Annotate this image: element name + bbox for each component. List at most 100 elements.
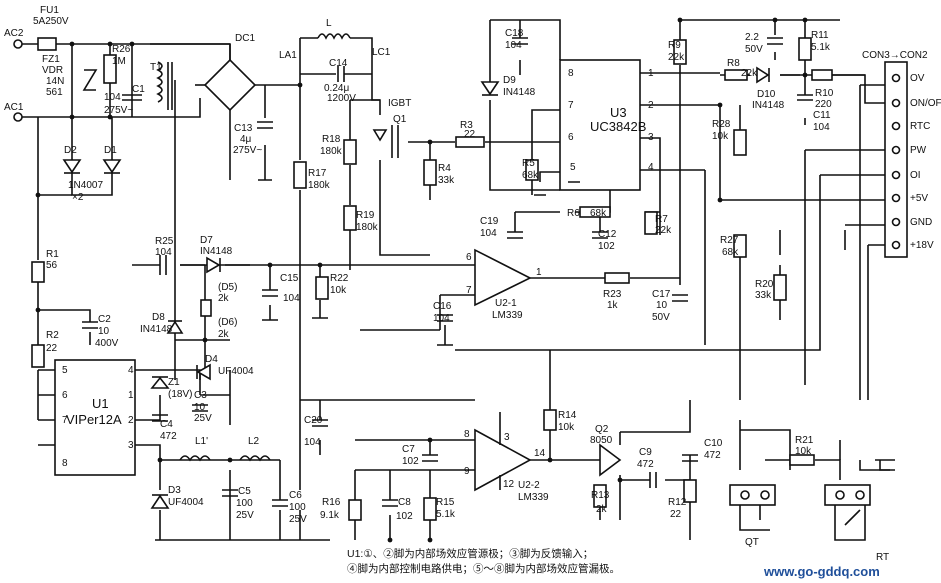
lbl-c15-value: 104 [283, 293, 300, 304]
lbl-l: L [326, 18, 332, 29]
lbl-u1-p5: 5 [62, 365, 68, 376]
lbl-r8: R8 [727, 58, 740, 69]
lbl-u22: U2-2 [518, 480, 540, 491]
lbl-u21: U2-1 [495, 298, 517, 309]
lbl-c17-value: 10 [656, 300, 668, 311]
lbl-c18-value: 104 [505, 40, 522, 51]
lbl-fz1: FZ1 [42, 54, 60, 65]
lbl-c20: C20 [304, 415, 323, 426]
lbl-u3-p8: 8 [568, 68, 574, 79]
lbl-c17-rating: 50V [652, 312, 670, 323]
lbl-c2-rating: 400V [95, 338, 119, 349]
lbl-u3-p2: 2 [648, 100, 654, 111]
lbl-d7-value: IN4148 [200, 246, 233, 257]
lbl-fu1: FU1 [40, 5, 59, 16]
lbl-r23-value: 1k [607, 300, 619, 311]
lbl-c13-value: 4μ [240, 134, 252, 145]
lbl-c6: C6 [289, 490, 302, 501]
lbl-q1: Q1 [393, 114, 407, 125]
lbl-d10: D10 [757, 89, 776, 100]
lbl-r21: R21 [795, 435, 814, 446]
lbl-c1-value: 104 [104, 92, 121, 103]
lbl-d6-value: 2k [218, 329, 230, 340]
lbl-rt: RT [876, 552, 889, 563]
lbl-c3-rating: 25V [194, 413, 212, 424]
lbl-c14: C14 [329, 58, 348, 69]
lbl-u22-p8: 8 [464, 429, 470, 440]
lbl-r7: R7 [655, 214, 668, 225]
lbl-l2: L2 [248, 436, 260, 447]
wires [18, 19, 895, 541]
lbl-u1-p4: 4 [128, 365, 134, 376]
lbl-c5-rating: 25V [236, 510, 254, 521]
lbl-c17: C17 [652, 289, 671, 300]
lbl-c22-rating: 50V [745, 44, 763, 55]
lbl-r25-value: 104 [155, 247, 172, 258]
lbl-d9-value: IN4148 [503, 87, 536, 98]
lbl-r1-value: 56 [46, 260, 58, 271]
note-line-2: ④脚为内部控制电路供电；⑤～⑧脚为内部场效应管漏极。 [347, 562, 620, 575]
lbl-r26: R26 [112, 44, 131, 55]
lbl-c7-value: 102 [402, 456, 419, 467]
lbl-u22-p12: 12 [503, 479, 515, 490]
lbl-r14-value: 10k [558, 422, 575, 433]
lbl-r17-value: 180k [308, 180, 331, 191]
lbl-d9: D9 [503, 75, 516, 86]
lbl-r22: R22 [330, 273, 349, 284]
lbl-z1: Z1 [168, 377, 180, 388]
lbl-qt: QT [745, 537, 759, 548]
lbl-pin-5v: +5V [910, 193, 928, 204]
lbl-d8-value: IN4148 [140, 324, 173, 335]
lbl-u21-value: LM339 [492, 310, 523, 321]
lbl-d2: D2 [64, 145, 77, 156]
lbl-u22-p14: 14 [534, 448, 546, 459]
lbl-d5-value: 2k [218, 293, 230, 304]
lbl-d12-value: 1N4007 [68, 180, 103, 191]
lbl-d6: (D6) [218, 317, 237, 328]
lbl-u3-p6: 6 [568, 132, 574, 143]
lbl-r17: R17 [308, 168, 327, 179]
lbl-d8: D8 [152, 312, 165, 323]
lbl-r2: R2 [46, 330, 59, 341]
lbl-d7: D7 [200, 235, 213, 246]
lbl-pin-gnd: GND [910, 217, 932, 228]
lbl-r9: R9 [668, 40, 681, 51]
lbl-u22-p9: 9 [464, 466, 470, 477]
lbl-c16-value: 104 [433, 313, 450, 324]
lbl-r21-value: 10k [795, 446, 812, 457]
lbl-c4-value: 472 [160, 431, 177, 442]
lbl-r7-value: 22k [655, 225, 672, 236]
lbl-q2: Q2 [595, 424, 609, 435]
lbl-c14-value: 0.24μ [324, 83, 349, 94]
lbl-r16-value: 9.1k [320, 510, 340, 521]
lbl-la1: LA1 [279, 50, 297, 61]
lbl-r2-value: 22 [46, 343, 58, 354]
lbl-u3-p4: 4 [648, 162, 654, 173]
lbl-r10: R10 [815, 88, 834, 99]
lbl-c18: C18 [505, 28, 524, 39]
lbl-r6-value: 68k [590, 208, 607, 219]
lbl-z1-value: (18V) [168, 389, 192, 400]
lbl-c10: C10 [704, 438, 723, 449]
note-line-1: U1:①、②脚为内部场效应管源极；③脚为反馈输入； [347, 547, 593, 560]
lbl-c6-value: 100 [289, 502, 306, 513]
lbl-fu1-value: 5A250V [33, 16, 69, 27]
lbl-r11: R11 [811, 30, 829, 41]
lbl-r22-value: 10k [330, 285, 347, 296]
lbl-d10-value: IN4148 [752, 100, 785, 111]
lbl-pin-ov: OV [910, 73, 925, 84]
lbl-d4: D4 [205, 354, 218, 365]
lbl-c19: C19 [480, 216, 499, 227]
lbl-r3: R3 [460, 120, 473, 131]
lbl-c13-rating: 275V~ [233, 145, 262, 156]
lbl-d1: D1 [104, 145, 117, 156]
lbl-u3: U3 [610, 105, 627, 120]
lbl-14n: 14N [46, 76, 64, 87]
lbl-r10-value: 220 [815, 99, 832, 110]
lbl-u1-p3: 3 [128, 440, 134, 451]
lbl-c9: C9 [639, 447, 652, 458]
lbl-c3: C3 [194, 390, 207, 401]
lbl-c9-value: 472 [637, 459, 654, 470]
lbl-d4-value: UF4004 [218, 366, 254, 377]
